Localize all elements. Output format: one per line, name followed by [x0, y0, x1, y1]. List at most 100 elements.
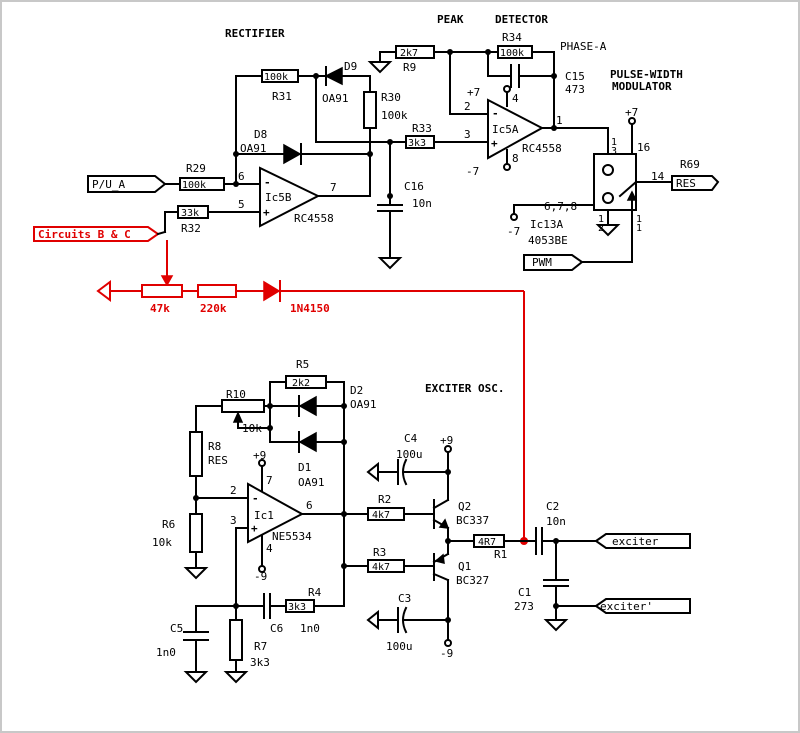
highlight-path — [110, 240, 525, 541]
ic13a-pin13-b: 3 — [611, 146, 617, 157]
opamp-ic1 — [247, 482, 305, 544]
q1-label: Q1 — [458, 560, 471, 573]
junction — [233, 151, 239, 157]
resistor-r3 — [367, 559, 405, 573]
r9-value: 2k7 — [400, 48, 418, 59]
ic13a-pin678: 6,7,8 — [544, 200, 577, 213]
r29-value: 100k — [182, 180, 206, 191]
junction — [445, 617, 451, 623]
ic5b-pin7: 7 — [330, 181, 337, 194]
junction — [445, 469, 451, 475]
d1-value: OA91 — [298, 476, 325, 489]
ic1-part: NE5534 — [272, 530, 312, 543]
r2-value: 4k7 — [372, 510, 390, 521]
ic5b-part: RC4558 — [294, 212, 334, 225]
transistor-q2 — [432, 498, 450, 530]
resistor-r1 — [473, 534, 505, 548]
r32-label: R32 — [181, 222, 201, 235]
ic5a-pin4: 4 — [512, 92, 519, 105]
ic13a-part: 4053BE — [528, 234, 568, 247]
r5-value: 2k2 — [292, 378, 310, 389]
resistor-r8 — [189, 431, 203, 477]
pot-47k — [141, 284, 183, 298]
r4-label: R4 — [308, 586, 322, 599]
ic5a-vn: -7 — [466, 165, 479, 178]
resistor-r29 — [179, 177, 225, 191]
d2-label: D2 — [350, 384, 363, 397]
r2-label: R2 — [378, 493, 391, 506]
ground-icon — [595, 224, 621, 237]
c4-rail: +9 — [440, 434, 453, 447]
wiper-arrow-icon — [232, 411, 244, 423]
ic13a-vp: +7 — [625, 106, 638, 119]
q1-part: BC327 — [456, 574, 489, 587]
ic13a-pin11-a: 1 — [636, 214, 642, 225]
junction — [233, 181, 239, 187]
d9-label: D9 — [344, 60, 357, 73]
r7-label: R7 — [254, 640, 267, 653]
ic5a-pin1: 1 — [556, 114, 563, 127]
junction — [447, 49, 453, 55]
ic1-vp: +9 — [253, 449, 266, 462]
circuits-connector — [156, 230, 167, 236]
diode-d9 — [324, 66, 343, 86]
port-res: RES — [671, 175, 720, 191]
ic5a-plus: + — [491, 137, 498, 150]
transistor-q1 — [432, 552, 450, 582]
r10-value: 10k — [242, 422, 262, 435]
port-exciter-label: exciter — [612, 535, 659, 548]
d8-label: D8 — [254, 128, 267, 141]
resistor-r32 — [177, 205, 209, 219]
junction — [367, 151, 373, 157]
junction — [551, 125, 557, 131]
ic1-pin7: 7 — [266, 474, 273, 487]
r33-value: 3k3 — [408, 138, 426, 149]
r34-label: R34 — [502, 31, 522, 44]
diode-1n4150 — [263, 280, 281, 302]
ic1-plus: + — [251, 522, 258, 535]
r1-value: 4R7 — [478, 537, 496, 548]
port-pu-a: P/U_A — [87, 175, 167, 193]
r31-label: R31 — [272, 90, 292, 103]
c16-label: C16 — [404, 180, 424, 193]
r220k-value: 220k — [200, 302, 227, 315]
port-exciter: exciter — [594, 533, 691, 549]
junction — [313, 73, 319, 79]
c1-value: 273 — [514, 600, 534, 613]
ground-icon — [183, 671, 209, 684]
resistor-r4 — [285, 599, 315, 613]
c5-value: 1n0 — [156, 646, 176, 659]
ic13a-pin12-b: 2 — [598, 223, 604, 234]
junction — [341, 439, 347, 445]
resistor-r7 — [229, 619, 243, 661]
oscillator-wiring — [195, 381, 597, 673]
port-circuits-label: Circuits B & C — [38, 228, 131, 241]
r4-value: 3k3 — [288, 602, 306, 613]
port-pwm-label: PWM — [532, 256, 552, 269]
diode-d2 — [298, 395, 317, 417]
ic13a-pin12-a: 1 — [598, 214, 604, 225]
r7-value: 3k3 — [250, 656, 270, 669]
r30-value: 100k — [381, 109, 408, 122]
c3-value: 100u — [386, 640, 413, 653]
resistor-220k — [197, 284, 237, 298]
ic1-pin6: 6 — [306, 499, 313, 512]
r6-label: R6 — [162, 518, 175, 531]
c4-label: C4 — [404, 432, 418, 445]
ic5a-part: RC4558 — [522, 142, 562, 155]
junction — [341, 511, 347, 517]
ic13a-name: Ic13A — [530, 218, 563, 231]
resistor-r2 — [367, 507, 405, 521]
r69-label: R69 — [680, 158, 700, 171]
r1-label: R1 — [494, 548, 507, 561]
capacitor-c4 — [366, 458, 408, 486]
terminal-icon — [628, 117, 636, 125]
c15-label: C15 — [565, 70, 585, 83]
title-rectifier: RECTIFIER — [225, 27, 285, 40]
c6-value: 1n0 — [300, 622, 320, 635]
title-pwm-1: PULSE-WIDTH — [610, 68, 683, 81]
junction — [553, 538, 559, 544]
r5-label: R5 — [296, 358, 309, 371]
wiper-arrow-icon — [160, 275, 174, 287]
r8-value: RES — [208, 454, 228, 467]
